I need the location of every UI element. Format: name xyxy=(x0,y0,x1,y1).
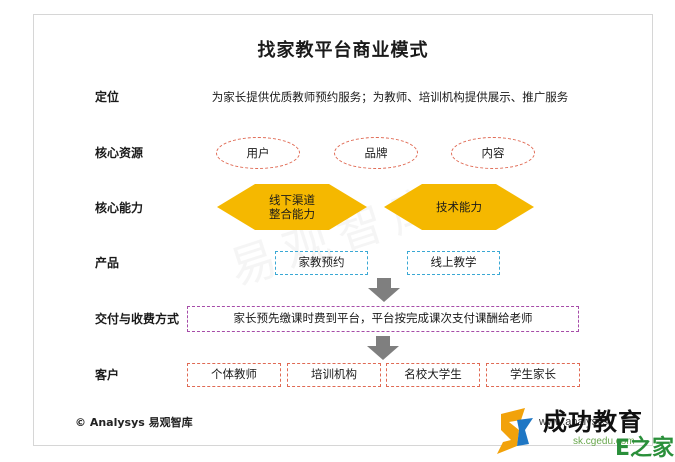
product-box-tutor-booking: 家教预约 xyxy=(275,251,368,275)
capability-diamond-offline: 线下渠道 整合能力 xyxy=(217,184,367,230)
brand-url-text: www.analysys xyxy=(539,416,609,428)
row-label-customers: 客户 xyxy=(95,368,120,382)
brand-logo-icon xyxy=(497,408,533,454)
copyright-footer: © Analysys 易观智库 xyxy=(75,416,193,429)
capability-offline-line1: 线下渠道 xyxy=(269,193,315,207)
payment-box: 家长预先缴课时费到平台，平台按完成课次支付课酬给老师 xyxy=(187,306,579,332)
brand-tail-text: E之家 xyxy=(615,436,675,461)
customer-box-training-institution: 培训机构 xyxy=(287,363,381,387)
diagram-frame xyxy=(33,14,653,446)
resource-ellipse-brand: 品牌 xyxy=(334,137,418,169)
resource-ellipse-users: 用户 xyxy=(216,137,300,169)
brand-name-text: 成功教育 xyxy=(543,408,643,436)
diamond-shape xyxy=(217,184,367,230)
row-label-resources: 核心资源 xyxy=(95,146,144,160)
row-label-products: 产品 xyxy=(95,256,120,270)
down-arrow-icon xyxy=(368,278,400,302)
capability-diamond-tech: 技术能力 xyxy=(384,184,534,230)
diagram-title: 找家教平台商业模式 xyxy=(257,40,429,61)
diamond-shape xyxy=(384,184,534,230)
row-label-payment: 交付与收费方式 xyxy=(95,312,180,326)
customer-box-university-students: 名校大学生 xyxy=(386,363,480,387)
down-arrow-icon xyxy=(367,336,399,360)
brand-sub-text: sk.cgedu.com xyxy=(573,436,635,447)
resource-ellipse-content: 内容 xyxy=(451,137,535,169)
customer-box-individual-teacher: 个体教师 xyxy=(187,363,281,387)
customer-box-parents: 学生家长 xyxy=(486,363,580,387)
capability-offline-line2: 整合能力 xyxy=(269,207,315,221)
row-label-positioning: 定位 xyxy=(95,90,120,104)
product-box-online-teaching: 线上教学 xyxy=(407,251,500,275)
positioning-text: 为家长提供优质教师预约服务；为教师、培训机构提供展示、推广服务 xyxy=(211,90,569,104)
brand-watermark: www.analysys 成功教育 sk.cgedu.com E之家 xyxy=(495,402,675,462)
row-label-capabilities: 核心能力 xyxy=(95,201,144,215)
capability-tech-line1: 技术能力 xyxy=(436,200,482,214)
